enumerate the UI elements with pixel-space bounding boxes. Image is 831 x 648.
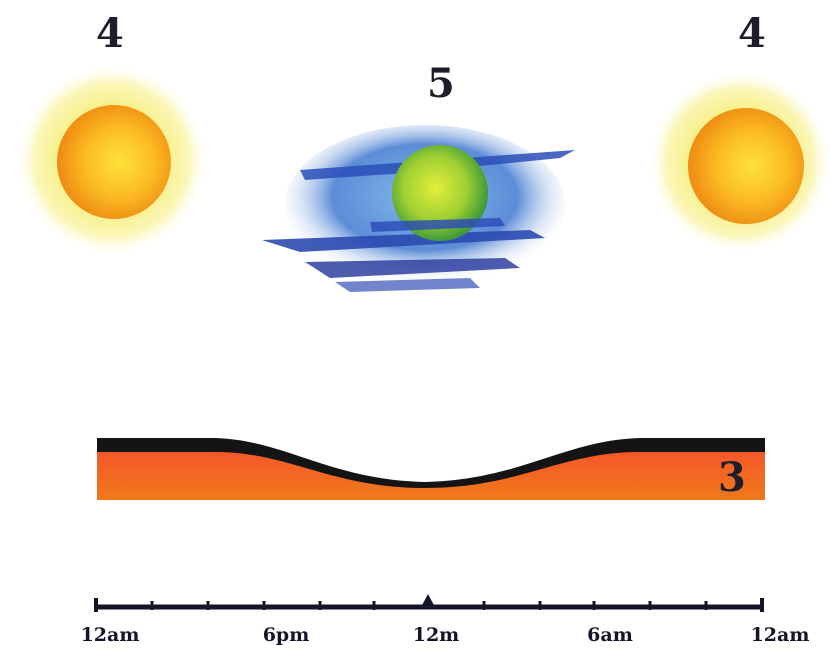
left-sun-label: 4 xyxy=(96,10,124,57)
tick-label-12m: 12m xyxy=(412,624,460,646)
right-sun-icon xyxy=(648,70,831,254)
activity-band xyxy=(97,438,765,500)
tick-label-6pm: 6pm xyxy=(262,624,310,646)
left-sun-icon xyxy=(16,64,208,256)
moon-cloud-icon xyxy=(262,125,575,292)
timeline-axis xyxy=(94,594,764,612)
right-sun-label: 4 xyxy=(738,10,766,57)
tick-label-6am: 6am xyxy=(587,624,633,646)
band-label: 3 xyxy=(718,454,746,501)
midpoint-marker-icon xyxy=(420,594,436,609)
moon-label: 5 xyxy=(427,60,455,107)
tick-label-12am-end: 12am xyxy=(750,624,810,646)
tick-label-12am-start: 12am xyxy=(80,624,140,646)
